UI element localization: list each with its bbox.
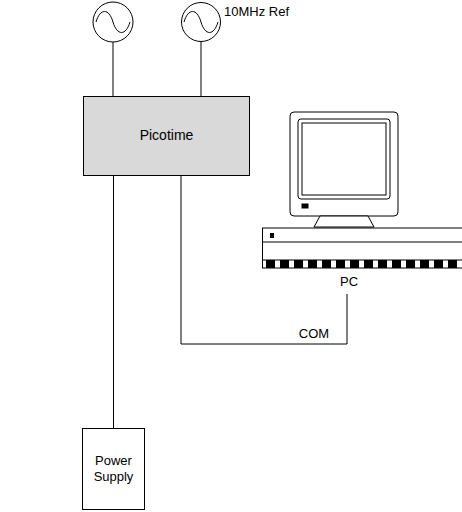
signal-wire	[113, 42, 114, 96]
connector-line	[113, 176, 114, 428]
signal-generator	[93, 2, 133, 96]
computer-label: PC	[262, 274, 436, 289]
circle-outline	[181, 2, 221, 42]
reference-label: 10MHz Ref	[224, 4, 289, 19]
pc-illustration	[262, 108, 462, 270]
connector-line	[201, 42, 202, 96]
signal-generator: 10MHz Ref	[181, 2, 221, 42]
connector-label: COM	[297, 326, 331, 341]
process-box: Picotime	[83, 96, 250, 176]
computer-node: PC	[262, 108, 462, 294]
box-label: Picotime	[140, 127, 194, 145]
power-supply-box: Power Supply	[82, 428, 145, 510]
box-label: Power Supply	[83, 453, 144, 486]
